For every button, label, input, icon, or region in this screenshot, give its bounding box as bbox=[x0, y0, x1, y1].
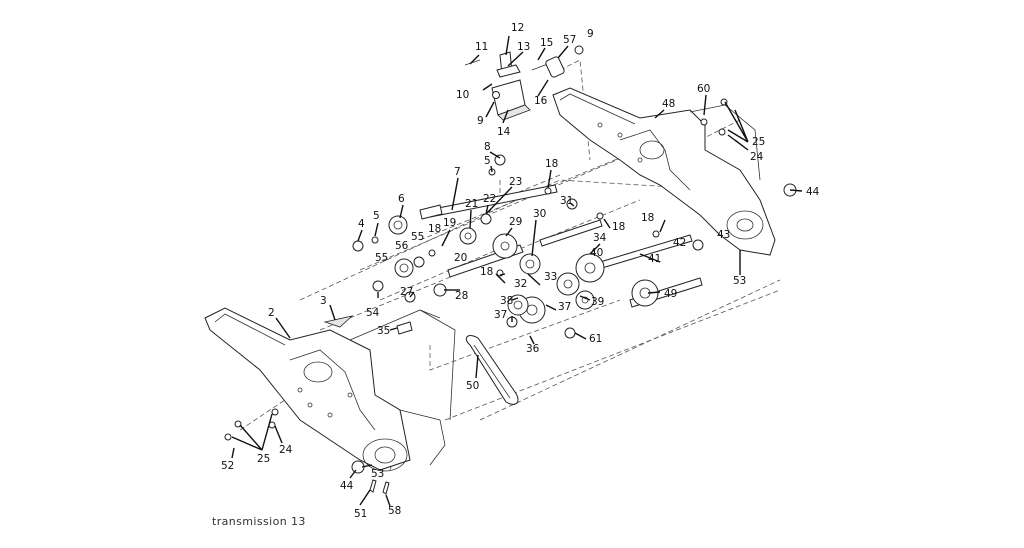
callout-25-right: 25 bbox=[752, 136, 765, 148]
lead-lines bbox=[231, 35, 803, 507]
callout-32: 32 bbox=[514, 278, 527, 290]
callout-20: 20 bbox=[454, 252, 467, 264]
callout-9-top: 9 bbox=[587, 28, 594, 40]
callout-36: 36 bbox=[526, 343, 540, 355]
callout-13: 13 bbox=[517, 41, 530, 53]
callout-57: 57 bbox=[563, 34, 576, 46]
callout-6: 6 bbox=[398, 193, 405, 205]
callout-4: 4 bbox=[358, 218, 365, 230]
callout-18-a: 18 bbox=[545, 158, 558, 170]
callout-9-bottom: 9 bbox=[477, 115, 484, 127]
callout-24-right: 24 bbox=[750, 151, 764, 163]
callout-43: 43 bbox=[717, 229, 730, 241]
gears bbox=[388, 215, 659, 324]
callout-54: 54 bbox=[366, 307, 380, 319]
callout-34: 34 bbox=[593, 232, 607, 244]
callout-31: 31 bbox=[560, 195, 573, 207]
callout-3: 3 bbox=[320, 295, 327, 307]
callout-2: 2 bbox=[268, 307, 275, 319]
callout-60: 60 bbox=[697, 83, 710, 95]
callout-5-lower: 5 bbox=[373, 210, 380, 222]
callout-18-c: 18 bbox=[612, 221, 625, 233]
callout-35: 35 bbox=[377, 325, 390, 337]
callout-10: 10 bbox=[456, 89, 469, 101]
callout-23: 23 bbox=[509, 176, 522, 188]
callout-15: 15 bbox=[540, 37, 553, 49]
diagram-caption: transmission 13 bbox=[212, 515, 306, 528]
small-parts bbox=[224, 98, 797, 495]
callout-51: 51 bbox=[354, 508, 367, 520]
drive-chain bbox=[465, 335, 519, 405]
callout-16: 16 bbox=[534, 95, 548, 107]
callout-27: 27 bbox=[400, 286, 413, 298]
callout-labels: 12 11 13 15 57 9 10 16 9 14 48 60 25 24 … bbox=[221, 22, 820, 520]
callout-42: 42 bbox=[673, 237, 686, 249]
callout-28: 28 bbox=[455, 290, 468, 302]
callout-24-left: 24 bbox=[279, 444, 293, 456]
left-housing-plate bbox=[204, 307, 456, 472]
callout-14: 14 bbox=[497, 126, 511, 138]
callout-25-left: 25 bbox=[257, 453, 270, 465]
callout-11: 11 bbox=[475, 41, 488, 53]
callout-21: 21 bbox=[465, 198, 478, 210]
callout-40: 40 bbox=[590, 247, 603, 259]
callout-52: 52 bbox=[221, 460, 234, 472]
callout-12: 12 bbox=[511, 22, 524, 34]
callout-37-left: 37 bbox=[494, 309, 507, 321]
callout-8: 8 bbox=[484, 141, 491, 153]
callout-56: 56 bbox=[395, 240, 409, 252]
callout-7: 7 bbox=[454, 166, 461, 178]
callout-18-e: 18 bbox=[480, 266, 493, 278]
callout-53-left: 53 bbox=[371, 468, 384, 480]
callout-5-upper: 5 bbox=[484, 155, 491, 167]
callout-44-left: 44 bbox=[340, 480, 354, 492]
callout-58: 58 bbox=[388, 505, 401, 517]
callout-18-b: 18 bbox=[428, 223, 441, 235]
callout-39: 39 bbox=[591, 296, 604, 308]
callout-30: 30 bbox=[533, 208, 546, 220]
callout-49: 49 bbox=[664, 288, 677, 300]
callout-55-upper: 55 bbox=[411, 231, 424, 243]
callout-18-d: 18 bbox=[641, 212, 654, 224]
callout-33: 33 bbox=[544, 271, 557, 283]
callout-50: 50 bbox=[466, 380, 479, 392]
callout-41: 41 bbox=[648, 253, 661, 265]
callout-37-right: 37 bbox=[558, 301, 571, 313]
callout-44-right: 44 bbox=[806, 186, 820, 198]
callout-29: 29 bbox=[509, 216, 522, 228]
callout-55-lower: 55 bbox=[375, 252, 388, 264]
callout-38: 38 bbox=[500, 295, 513, 307]
right-housing-plate bbox=[552, 87, 776, 256]
callout-19: 19 bbox=[443, 217, 456, 229]
callout-53-right: 53 bbox=[733, 275, 746, 287]
callout-48: 48 bbox=[662, 98, 675, 110]
callout-22: 22 bbox=[483, 193, 496, 205]
callout-61: 61 bbox=[589, 333, 602, 345]
